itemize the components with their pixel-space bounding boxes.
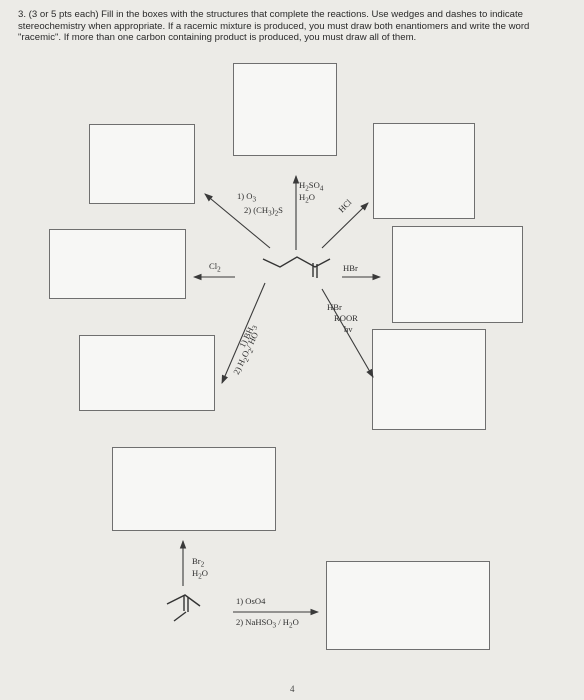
reagent-water: H2O (299, 192, 316, 205)
reagent-sulfuric-acid: H2SO4 (299, 180, 324, 193)
arrow-radical-hbr (321, 288, 374, 378)
answer-box-hydroboration[interactable] (79, 335, 215, 411)
arrow-hcl (321, 202, 369, 249)
answer-box-halohydrin[interactable] (112, 447, 276, 531)
answer-box-acid-hydration[interactable] (233, 63, 337, 156)
answer-box-radical-hbr[interactable] (372, 329, 486, 430)
arrow-hydroboration (221, 282, 266, 385)
reagent-ozonolysis-step1: 1) O3 (237, 191, 257, 204)
reagent-hv: hv (344, 324, 353, 334)
answer-box-chlorine[interactable] (49, 229, 186, 299)
answer-box-hcl[interactable] (373, 123, 475, 219)
question-text: 3. (3 or 5 pts each) Fill in the boxes w… (18, 9, 530, 44)
central-alkene-molecule (262, 256, 331, 278)
bottom-alkene-molecule (166, 594, 201, 622)
reagent-chlorine: Cl2 (209, 261, 221, 274)
answer-box-ozonolysis[interactable] (89, 124, 195, 204)
answer-box-dihydroxylation[interactable] (326, 561, 490, 650)
reagent-hbr-peroxide: HBr (327, 302, 342, 312)
reagent-ozonolysis-step2: 2) (CH3)2S (244, 205, 283, 218)
answer-box-hbr[interactable] (392, 226, 523, 323)
reagent-bromine-water: H2O (192, 568, 209, 581)
reagent-osmium-step2: 2) NaHSO3 / H2O (236, 617, 299, 630)
reagent-hbr: HBr (343, 263, 358, 273)
reagent-roor: ROOR (334, 313, 358, 323)
reagent-osmium-step1: 1) OsO4 (236, 596, 266, 606)
reagent-bromine: Br2 (192, 556, 205, 569)
page-number: 4 (290, 684, 295, 694)
arrow-ozonolysis (204, 193, 271, 249)
